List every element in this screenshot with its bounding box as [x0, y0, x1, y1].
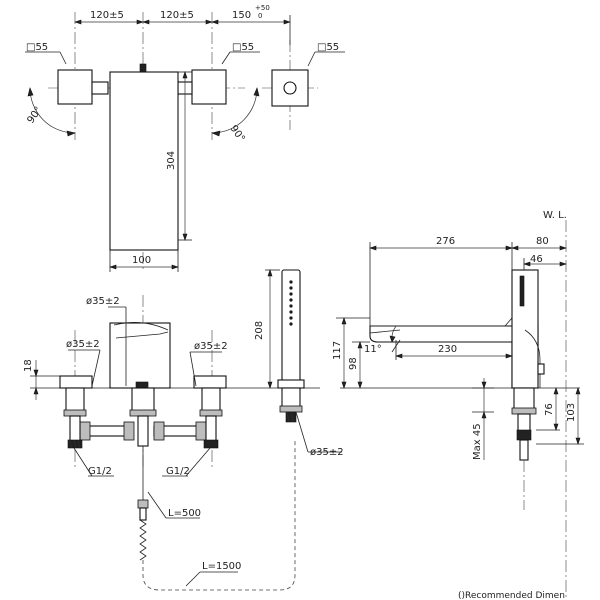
hose-short: L=500: [168, 508, 201, 519]
shank-103-dim: 103: [566, 403, 577, 422]
dim-spacing-shower: 150: [232, 10, 251, 21]
shower-view: 208 ø35±2: [254, 269, 344, 458]
spout-length: 304: [166, 151, 177, 170]
angle-left: 90°: [25, 105, 44, 126]
spout-front: [109, 322, 171, 389]
deck-height: 18: [23, 359, 34, 372]
outlet-height-dim: 98: [348, 357, 359, 370]
deck-thickness-dim: Max 45: [472, 423, 483, 460]
left-handle-front: [59, 375, 93, 389]
dim-spacing-right: 120±5: [160, 10, 194, 21]
handle-size-shower: □55: [317, 42, 339, 53]
hose-long: L=1500: [202, 561, 241, 572]
rotation-arc-right: [211, 87, 258, 134]
hole-left-dim: ø35±2: [66, 339, 100, 350]
thread-right: G1/2: [166, 466, 190, 477]
thread-left: G1/2: [88, 466, 112, 477]
water-level: W. L.: [543, 210, 567, 221]
side-view: W. L. 276 80 46: [332, 210, 584, 600]
handle-size-left: □55: [26, 42, 48, 53]
shower-hose-long: [142, 440, 296, 591]
shower-side: [511, 269, 539, 389]
body-offset-dim: 46: [530, 254, 543, 265]
hole-right-dim: ø35±2: [194, 341, 228, 352]
footnote-recommended: ()Recommended Dimen: [458, 591, 565, 600]
spout-width: 100: [132, 255, 151, 266]
rotation-arc-left: [29, 87, 76, 134]
dim-shower-tol-lower: 0: [258, 12, 262, 20]
hole-center-dim: ø35±2: [86, 296, 120, 307]
right-handle-front: [193, 375, 227, 389]
dim-shower-tol-upper: +50: [255, 4, 270, 12]
shower-hole-dim: ø35±2: [310, 447, 344, 458]
angle-right: 90°: [228, 123, 247, 144]
reach-dim: 276: [436, 236, 455, 247]
dim-spacing-left: 120±5: [90, 10, 124, 21]
left-handle-plan: [57, 69, 93, 105]
spout-plan: [109, 71, 179, 251]
front-view: ø35±2 ø35±2 ø35±2 18 G1/2 G1/2 L=500 L=1…: [23, 295, 320, 591]
spout-height-dim: 117: [332, 341, 343, 360]
spout-angle: 11°: [364, 344, 382, 355]
handle-size-right: □55: [232, 42, 254, 53]
top-offset-dim: 80: [536, 236, 549, 247]
shank-76-dim: 76: [544, 403, 555, 416]
top-view: 120±5 120±5 150 +50 0 □55 □55 □55 90°: [25, 4, 345, 272]
outlet-reach-dim: 230: [438, 344, 457, 355]
right-handle-plan: [191, 69, 227, 105]
shower-height: 208: [254, 321, 265, 340]
